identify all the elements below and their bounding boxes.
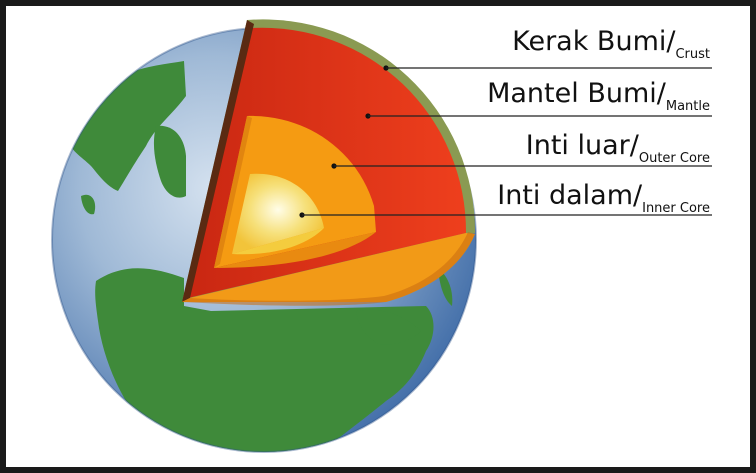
diagram-frame: Kerak Bumi/Crust Mantel Bumi/Mantle Inti… bbox=[6, 6, 750, 467]
outer-core-label-sub: Outer Core bbox=[638, 151, 710, 166]
inner-core-label-sub: Inner Core bbox=[642, 201, 710, 216]
crust-label: Kerak Bumi/Crust bbox=[512, 26, 710, 62]
mantle-label-main: Mantel Bumi/ bbox=[487, 78, 666, 109]
inner-core-label: Inti dalam/Inner Core bbox=[497, 180, 710, 216]
mantle-label: Mantel Bumi/Mantle bbox=[487, 78, 710, 114]
mantle-label-sub: Mantle bbox=[665, 99, 710, 114]
inner-core-label-main: Inti dalam/ bbox=[497, 180, 643, 211]
crust-label-sub: Crust bbox=[675, 47, 710, 62]
crust-label-main: Kerak Bumi/ bbox=[512, 26, 676, 57]
cut-face-left bbox=[182, 20, 254, 302]
outer-core-label: Inti luar/Outer Core bbox=[525, 130, 710, 166]
outer-core-label-main: Inti luar/ bbox=[525, 130, 639, 161]
inner-core-layer bbox=[232, 173, 324, 254]
cut-face-bottom bbox=[182, 233, 475, 302]
earth-layers-illustration bbox=[51, 19, 712, 453]
